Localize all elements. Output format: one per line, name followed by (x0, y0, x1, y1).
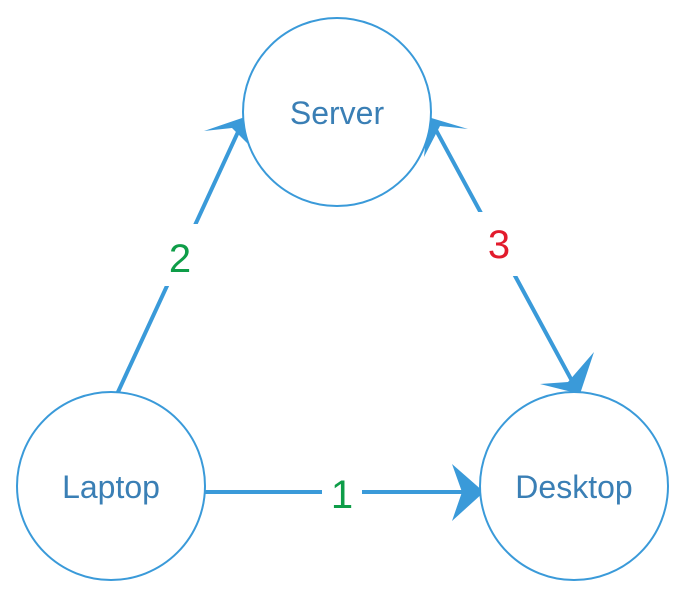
arrowhead-server-right (424, 117, 468, 157)
edge-server-desktop: 3 (424, 117, 594, 394)
node-server-label: Server (290, 95, 385, 131)
node-laptop-circle (16, 391, 206, 581)
edge-label-bg-2 (158, 224, 200, 286)
node-server-circle (242, 17, 432, 207)
edge-label-2: 2 (169, 237, 191, 281)
edge-label-bg-3 (476, 212, 522, 276)
node-server: Server (242, 17, 432, 207)
arrowhead-desktop-top (540, 352, 594, 394)
node-desktop-circle (479, 391, 669, 581)
node-laptop: Laptop (16, 391, 206, 581)
edge-laptop-server: 2 (116, 117, 259, 394)
edge-laptop-desktop: 1 (203, 464, 484, 521)
node-desktop-label: Desktop (515, 469, 632, 505)
edge-label-3: 3 (488, 223, 510, 267)
node-laptop-label: Laptop (62, 469, 160, 505)
edge-label-bg-1 (322, 468, 362, 516)
node-desktop: Desktop (479, 391, 669, 581)
edge-label-1: 1 (331, 473, 353, 517)
arrowhead-desktop-left (452, 464, 484, 521)
